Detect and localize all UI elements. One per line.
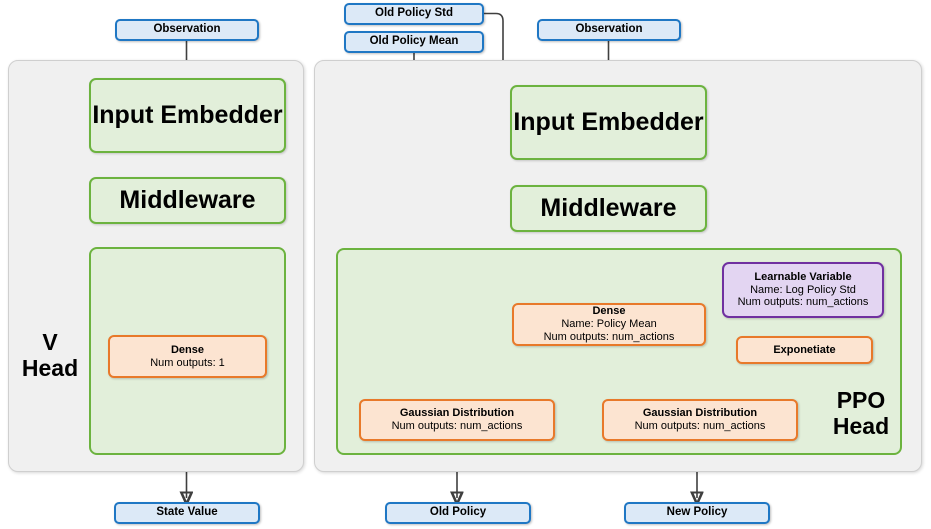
- ppo-head-input-embedder-label: Input Embedder: [513, 107, 704, 136]
- v-head-input-embedder[interactable]: Input Embedder: [89, 78, 286, 153]
- ppo-head-middleware-label: Middleware: [540, 193, 677, 222]
- v-head-dense-title: Dense: [170, 343, 205, 356]
- ppo-learnable-variable-log-policy-std[interactable]: Learnable Variable Name: Log Policy Std …: [722, 262, 884, 318]
- v-head-input-embedder-label: Input Embedder: [92, 100, 283, 129]
- ppo-head-caption: PPO Head: [820, 387, 902, 440]
- ppo-exponetiate-label: Exponetiate: [773, 343, 836, 356]
- v-head-caption-line1: V: [42, 329, 58, 355]
- ppo-dense-policy-mean-title: Dense: [592, 305, 626, 318]
- output-old-policy-label: Old Policy: [429, 506, 487, 519]
- v-head-middleware-label: Middleware: [119, 185, 256, 214]
- ppo-gaussian-new-title: Gaussian Distribution: [642, 407, 758, 420]
- input-old-policy-mean[interactable]: Old Policy Mean: [344, 31, 484, 53]
- input-observation-ppo-label: Observation: [575, 23, 643, 36]
- ppo-dense-policy-mean-name: Name: Policy Mean: [561, 318, 657, 331]
- input-old-policy-mean-label: Old Policy Mean: [369, 35, 459, 48]
- v-head-dense[interactable]: Dense Num outputs: 1: [108, 335, 267, 378]
- output-new-policy[interactable]: New Policy: [624, 502, 770, 524]
- v-head-dense-num-outputs: Num outputs: 1: [150, 356, 225, 369]
- ppo-head-caption-line1: PPO: [836, 387, 886, 413]
- input-old-policy-std[interactable]: Old Policy Std: [344, 3, 484, 25]
- output-state-value-label: State Value: [156, 506, 218, 519]
- ppo-head-caption-line2: Head: [832, 412, 890, 439]
- ppo-learnable-variable-name: Name: Log Policy Std: [750, 283, 856, 296]
- output-state-value[interactable]: State Value: [114, 502, 260, 524]
- ppo-head-input-embedder[interactable]: Input Embedder: [510, 85, 707, 160]
- ppo-gaussian-old-title: Gaussian Distribution: [399, 407, 515, 420]
- output-old-policy[interactable]: Old Policy: [385, 502, 531, 524]
- ppo-exponetiate[interactable]: Exponetiate: [736, 336, 873, 364]
- input-observation-v[interactable]: Observation: [115, 19, 259, 41]
- v-head-middleware[interactable]: Middleware: [89, 177, 286, 224]
- v-head-caption: V Head: [14, 329, 86, 382]
- output-new-policy-label: New Policy: [666, 506, 728, 519]
- ppo-head-middleware[interactable]: Middleware: [510, 185, 707, 232]
- ppo-gaussian-new-num-outputs: Num outputs: num_actions: [634, 420, 766, 432]
- input-observation-ppo[interactable]: Observation: [537, 19, 681, 41]
- ppo-gaussian-distribution-new[interactable]: Gaussian Distribution Num outputs: num_a…: [602, 399, 798, 441]
- ppo-gaussian-old-num-outputs: Num outputs: num_actions: [391, 420, 523, 432]
- v-head-caption-line2: Head: [21, 354, 79, 381]
- ppo-dense-policy-mean-num-outputs: Num outputs: num_actions: [543, 330, 675, 343]
- input-old-policy-std-label: Old Policy Std: [375, 7, 453, 20]
- ppo-learnable-variable-title: Learnable Variable: [754, 270, 852, 283]
- input-observation-v-label: Observation: [153, 23, 221, 36]
- ppo-dense-policy-mean[interactable]: Dense Name: Policy Mean Num outputs: num…: [512, 303, 706, 346]
- ppo-learnable-variable-num-outputs: Num outputs: num_actions: [737, 296, 869, 309]
- ppo-gaussian-distribution-old[interactable]: Gaussian Distribution Num outputs: num_a…: [359, 399, 555, 441]
